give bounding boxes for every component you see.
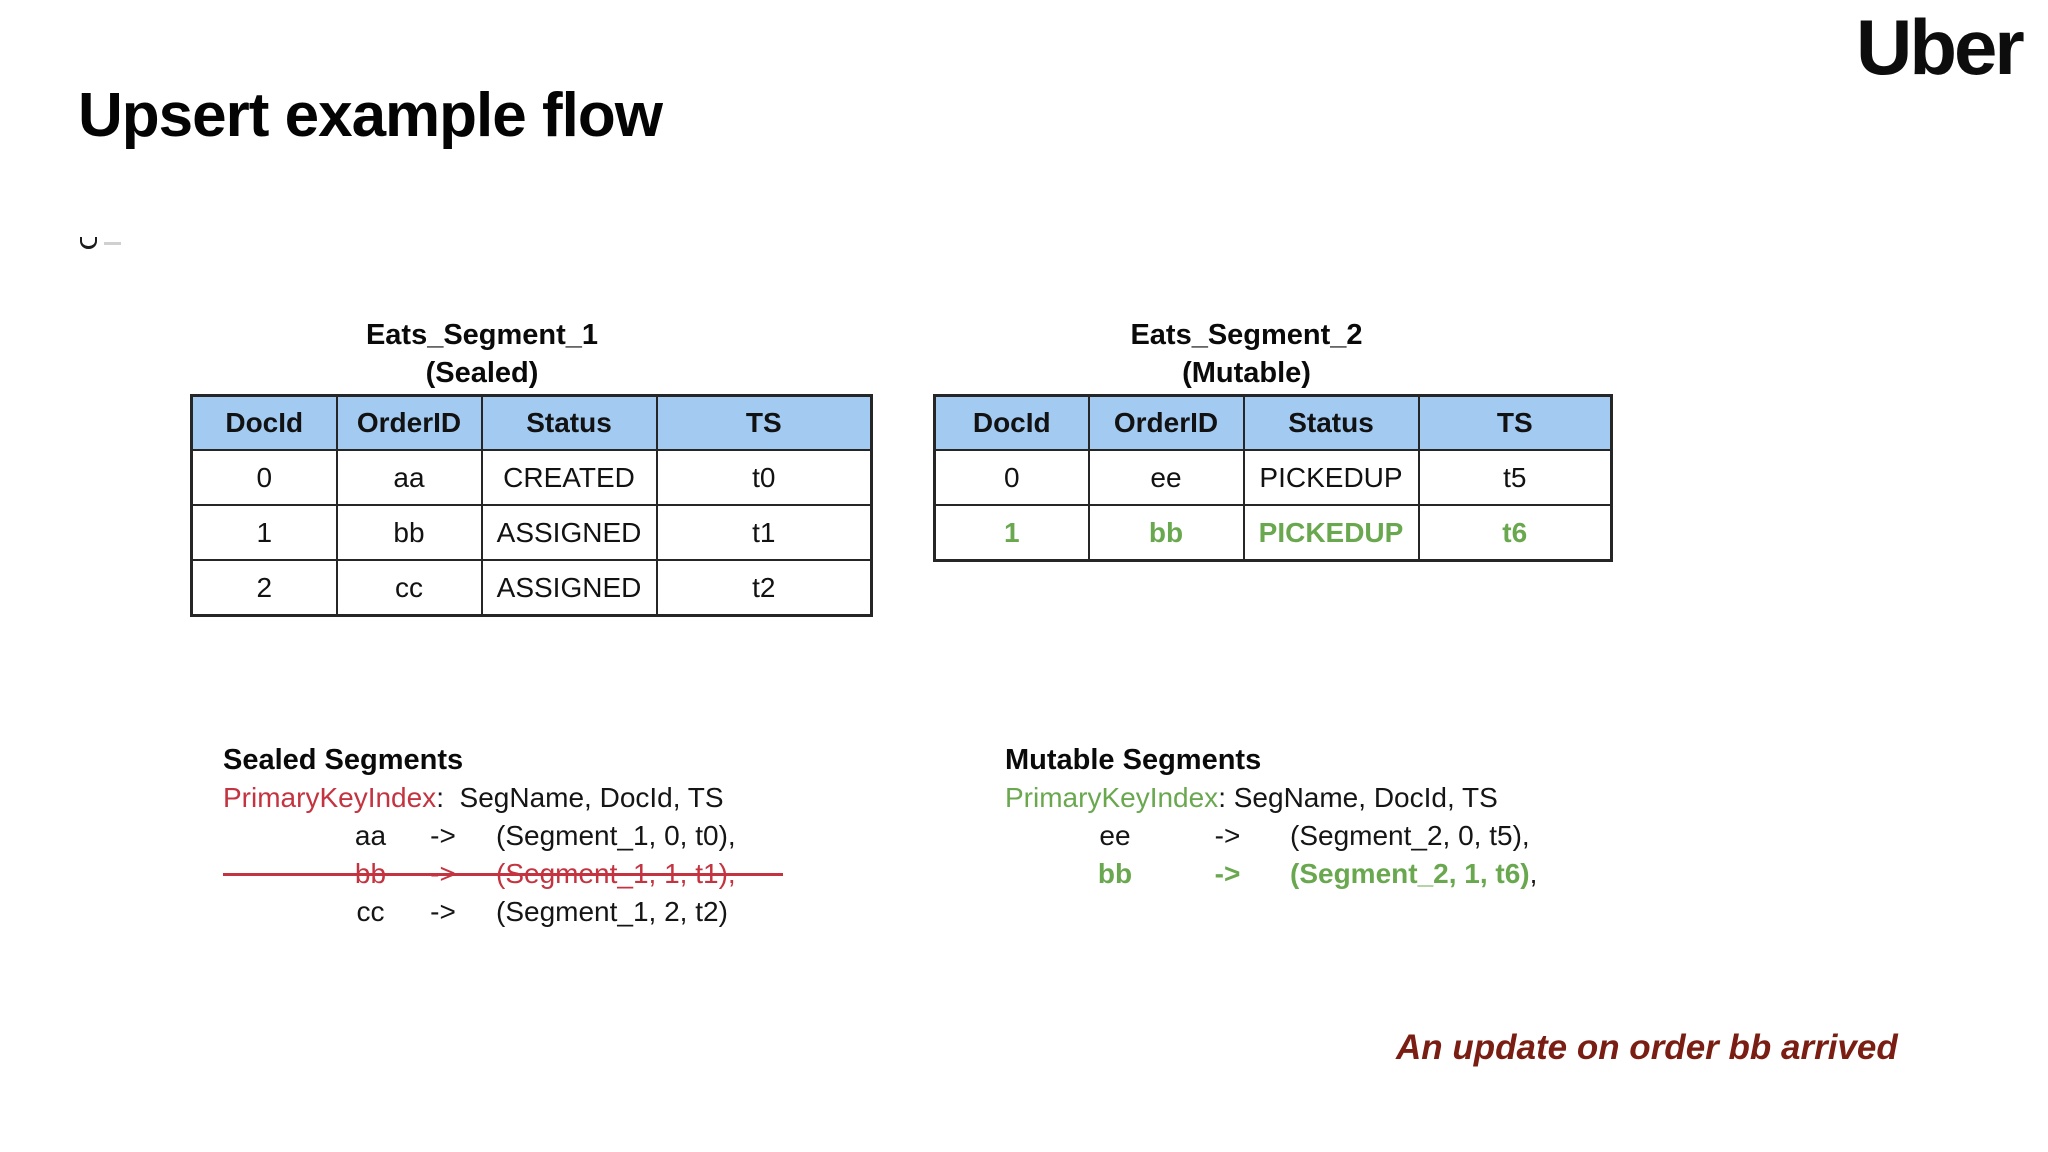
table-row: 0 aa CREATED t0 bbox=[190, 449, 873, 506]
cell-status: PICKEDUP bbox=[1242, 504, 1420, 562]
mapping-value: (Segment_2, 1, t6) bbox=[1290, 858, 1530, 889]
cell-orderid: ee bbox=[1087, 449, 1245, 506]
sealed-primary-key-index-line: PrimaryKeyIndex: SegName, DocId, TS bbox=[223, 779, 843, 817]
mapping-row-aa: aa -> (Segment_1, 0, t0), bbox=[223, 817, 843, 855]
table-row-highlighted: 1 bb PICKEDUP t6 bbox=[933, 504, 1613, 562]
mutable-segments-block: Mutable Segments PrimaryKeyIndex: SegNam… bbox=[1005, 741, 1645, 893]
column-header-docid: DocId bbox=[190, 394, 338, 451]
segment2-caption: Eats_Segment_2 (Mutable) bbox=[908, 316, 1585, 392]
arrow-icon: -> bbox=[1214, 858, 1241, 889]
arrow-icon: -> bbox=[430, 820, 456, 851]
cell-ts: t6 bbox=[1417, 504, 1613, 562]
mutable-segments-title: Mutable Segments bbox=[1005, 744, 1262, 776]
cell-status: ASSIGNED bbox=[480, 504, 658, 561]
cell-ts: t0 bbox=[655, 449, 873, 506]
cell-docid: 0 bbox=[190, 449, 338, 506]
primary-key-index-label: PrimaryKeyIndex bbox=[1005, 782, 1219, 813]
strikethrough-line bbox=[223, 873, 783, 876]
cell-docid: 1 bbox=[190, 504, 338, 561]
cell-orderid: aa bbox=[335, 449, 483, 506]
cell-orderid: bb bbox=[1087, 504, 1245, 562]
column-header-docid: DocId bbox=[933, 394, 1090, 451]
column-header-orderid: OrderID bbox=[335, 394, 483, 451]
segment1-state: (Sealed) bbox=[425, 357, 539, 389]
segment1-table: DocId OrderID Status TS 0 aa CREATED t0 … bbox=[190, 394, 873, 617]
mapping-row-cc: cc -> (Segment_1, 2, t2) bbox=[223, 893, 843, 931]
primary-key-index-fields: : SegName, DocId, TS bbox=[436, 782, 724, 813]
mapping-value: (Segment_1, 0, t0), bbox=[496, 820, 736, 851]
column-header-status: Status bbox=[1242, 394, 1420, 451]
cell-docid: 1 bbox=[933, 504, 1090, 562]
header-row: DocId OrderID Status TS bbox=[190, 394, 873, 451]
cell-ts: t2 bbox=[655, 559, 873, 617]
mapping-value: (Segment_2, 0, t5), bbox=[1290, 820, 1530, 851]
mapping-suffix: , bbox=[1529, 858, 1538, 889]
column-header-ts: TS bbox=[1417, 394, 1613, 451]
cell-docid: 0 bbox=[933, 449, 1090, 506]
mapping-key: cc bbox=[356, 896, 385, 927]
table-row: 1 bb ASSIGNED t1 bbox=[190, 504, 873, 561]
update-note: An update on order bb arrived bbox=[1396, 1028, 1898, 1067]
segment1-name: Eats_Segment_1 bbox=[365, 319, 599, 351]
sealed-segments-title: Sealed Segments bbox=[223, 744, 464, 776]
arrow-icon: -> bbox=[1214, 820, 1241, 851]
cell-ts: t5 bbox=[1417, 449, 1613, 506]
mutable-primary-key-index-line: PrimaryKeyIndex: SegName, DocId, TS bbox=[1005, 779, 1645, 817]
mapping-value: (Segment_1, 2, t2) bbox=[496, 896, 728, 927]
stray-dash-mark bbox=[104, 242, 121, 245]
arrow-icon: -> bbox=[430, 896, 456, 927]
mapping-row-ee: ee -> (Segment_2, 0, t5), bbox=[1005, 817, 1645, 855]
uber-logo: Uber bbox=[1856, 3, 2025, 91]
segment2-name: Eats_Segment_2 bbox=[1130, 319, 1363, 351]
table-row: 2 cc ASSIGNED t2 bbox=[190, 559, 873, 617]
segment2-state: (Mutable) bbox=[1182, 357, 1311, 389]
cell-status: PICKEDUP bbox=[1242, 449, 1420, 506]
cell-docid: 2 bbox=[190, 559, 338, 617]
primary-key-index-fields: : SegName, DocId, TS bbox=[1218, 782, 1498, 813]
mapping-key: aa bbox=[354, 820, 387, 851]
cell-ts: t1 bbox=[655, 504, 873, 561]
mapping-row-bb-struck: bb -> (Segment_1, 1, t1), bbox=[223, 855, 843, 893]
column-header-orderid: OrderID bbox=[1087, 394, 1245, 451]
cell-status: CREATED bbox=[480, 449, 658, 506]
mapping-key: bb bbox=[1097, 858, 1133, 889]
stray-curve-mark bbox=[80, 237, 97, 249]
page-title: Upsert example flow bbox=[78, 80, 663, 150]
cell-orderid: cc bbox=[335, 559, 483, 617]
table-row: 0 ee PICKEDUP t5 bbox=[933, 449, 1613, 506]
segment2-table: DocId OrderID Status TS 0 ee PICKEDUP t5… bbox=[933, 394, 1613, 562]
header-row: DocId OrderID Status TS bbox=[933, 394, 1613, 451]
sealed-segments-block: Sealed Segments PrimaryKeyIndex: SegName… bbox=[223, 741, 843, 931]
cell-orderid: bb bbox=[335, 504, 483, 561]
mapping-row-bb-highlighted: bb -> (Segment_2, 1, t6), bbox=[1005, 855, 1645, 893]
primary-key-index-label: PrimaryKeyIndex bbox=[223, 782, 437, 813]
cell-status: ASSIGNED bbox=[480, 559, 658, 617]
column-header-ts: TS bbox=[655, 394, 873, 451]
column-header-status: Status bbox=[480, 394, 658, 451]
segment1-caption: Eats_Segment_1 (Sealed) bbox=[142, 316, 822, 392]
mapping-key: ee bbox=[1099, 820, 1131, 851]
